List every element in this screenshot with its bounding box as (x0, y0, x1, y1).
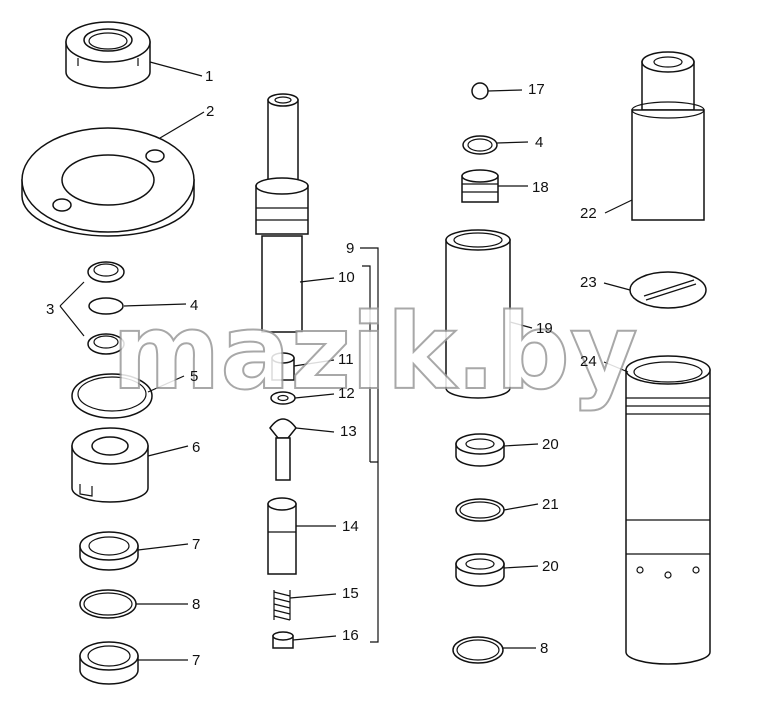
callout-8-left: 8 (192, 596, 200, 613)
callout-7-upper: 7 (192, 536, 200, 553)
part-14-sleeve (267, 497, 297, 575)
bracket-9 (360, 247, 379, 643)
callout-15: 15 (342, 585, 359, 602)
part-1-slotted-nut (65, 21, 151, 89)
callout-21: 21 (542, 496, 559, 513)
part-7-washer-lower (79, 641, 139, 685)
part-20-washer-lower (455, 553, 505, 587)
part-16-small-nut (272, 631, 294, 649)
part-3-rings (87, 261, 125, 355)
part-8-oring-right (452, 636, 504, 664)
callout-9: 9 (346, 240, 354, 257)
part-4-ring-left (88, 297, 124, 315)
part-24-housing (625, 355, 711, 665)
callout-14: 14 (342, 518, 359, 535)
callout-12: 12 (338, 385, 355, 402)
part-2-flange-plate (21, 127, 195, 237)
callout-4-left: 4 (190, 297, 198, 314)
part-20-washer-upper (455, 433, 505, 467)
part-10-valve-stem (255, 93, 309, 333)
callout-11: 11 (338, 351, 354, 368)
callout-8-right: 8 (540, 640, 548, 657)
callout-22: 22 (580, 205, 597, 222)
watermark-text: mazik.by (112, 291, 638, 413)
part-8-oring-left (79, 589, 137, 619)
part-21-oring (455, 498, 505, 522)
callout-3: 3 (46, 301, 54, 318)
callout-1: 1 (205, 68, 213, 85)
callout-2: 2 (206, 103, 214, 120)
part-18-spring-cap (461, 169, 499, 203)
callout-19: 19 (536, 320, 553, 337)
callout-5: 5 (190, 368, 198, 385)
callout-labels: 1 2 3 4 5 6 7 8 7 9 10 11 12 13 14 15 16… (46, 68, 597, 669)
callout-4-right: 4 (535, 134, 543, 151)
callout-20-upper: 20 (542, 436, 559, 453)
part-5-large-ring (71, 373, 153, 419)
part-22-threaded-cylinder (631, 51, 705, 221)
part-17-ball (471, 82, 489, 100)
part-23-slotted-disc (629, 271, 707, 309)
part-19-sleeve (445, 229, 511, 399)
callout-20-lower: 20 (542, 558, 559, 575)
part-15-spring (273, 590, 291, 621)
part-13-needle-valve (269, 418, 297, 481)
part-6-slotted-bushing (71, 427, 149, 503)
callout-13: 13 (340, 423, 357, 440)
leader-lines (59, 61, 633, 661)
callout-24: 24 (580, 353, 597, 370)
part-4-ring-right (462, 135, 498, 155)
callout-6: 6 (192, 439, 200, 456)
callout-23: 23 (580, 274, 597, 291)
callout-17: 17 (528, 81, 545, 98)
callout-10: 10 (338, 269, 355, 286)
callout-18: 18 (532, 179, 549, 196)
part-11-small-bushing (271, 352, 295, 381)
part-7-washer-upper (79, 531, 139, 571)
callout-7-lower: 7 (192, 652, 200, 669)
callout-16: 16 (342, 627, 359, 644)
